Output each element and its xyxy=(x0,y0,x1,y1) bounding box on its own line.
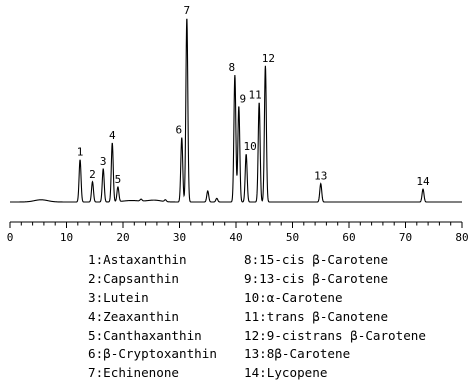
x-tick-label: 40 xyxy=(229,231,242,244)
x-tick-label: 20 xyxy=(116,231,129,244)
x-tick-label: 70 xyxy=(399,231,412,244)
peak-label: 11 xyxy=(249,89,262,102)
peak-label: 9 xyxy=(240,92,247,105)
legend-item: 7:Echinenone xyxy=(88,365,179,381)
peak-label: 3 xyxy=(100,155,107,168)
legend-item: 6:β-Cryptoxanthin xyxy=(88,346,217,362)
peak-label: 12 xyxy=(262,52,275,65)
legend-item: 4:Zeaxanthin xyxy=(88,308,179,324)
x-tick-label: 10 xyxy=(60,231,73,244)
x-tick-label: 30 xyxy=(173,231,186,244)
peak-label: 4 xyxy=(109,129,116,142)
peak-label: 6 xyxy=(175,124,182,137)
peak-legend: 1:Astaxanthin 2:Capsanthin 3:Lutein 4:Ze… xyxy=(88,251,471,381)
legend-item: 9:13-cis β-Carotene xyxy=(244,270,389,286)
legend-item: 1:Astaxanthin xyxy=(88,252,187,267)
legend-item: 2:Capsanthin xyxy=(88,270,179,286)
x-tick-label: 80 xyxy=(455,231,468,244)
peak-label: 2 xyxy=(89,168,96,181)
x-tick-label: 60 xyxy=(342,231,355,244)
legend-item: 11:trans β-Canotene xyxy=(244,308,389,324)
legend-item: 10:α-Carotene xyxy=(244,289,343,305)
legend-item: 5:Canthaxanthin xyxy=(88,327,202,343)
peak-label: 1 xyxy=(77,146,84,159)
chromatogram-trace xyxy=(10,18,462,203)
x-tick-label: 50 xyxy=(286,231,299,244)
peak-label: 5 xyxy=(115,173,122,186)
peak-label: 10 xyxy=(244,140,257,153)
peak-label: 13 xyxy=(314,170,327,183)
peak-label: 14 xyxy=(416,175,430,188)
legend-column-left: 1:Astaxanthin 2:Capsanthin 3:Lutein 4:Ze… xyxy=(88,251,217,383)
legend-item: 12:9-cistrans β-Carotene xyxy=(244,327,426,343)
peak-label: 8 xyxy=(229,61,236,74)
legend-item: 8:15-cis β-Carotene xyxy=(244,252,389,267)
legend-item: 14:Lycopene xyxy=(244,365,328,381)
x-tick-label: 0 xyxy=(7,231,14,244)
legend-item: 3:Lutein xyxy=(88,289,149,305)
legend-item: 13:8β-Carotene xyxy=(244,346,351,362)
peak-label: 7 xyxy=(184,4,191,17)
legend-column-right: 8:15-cis β-Carotene 9:13-cis β-Carotene … xyxy=(244,251,426,383)
